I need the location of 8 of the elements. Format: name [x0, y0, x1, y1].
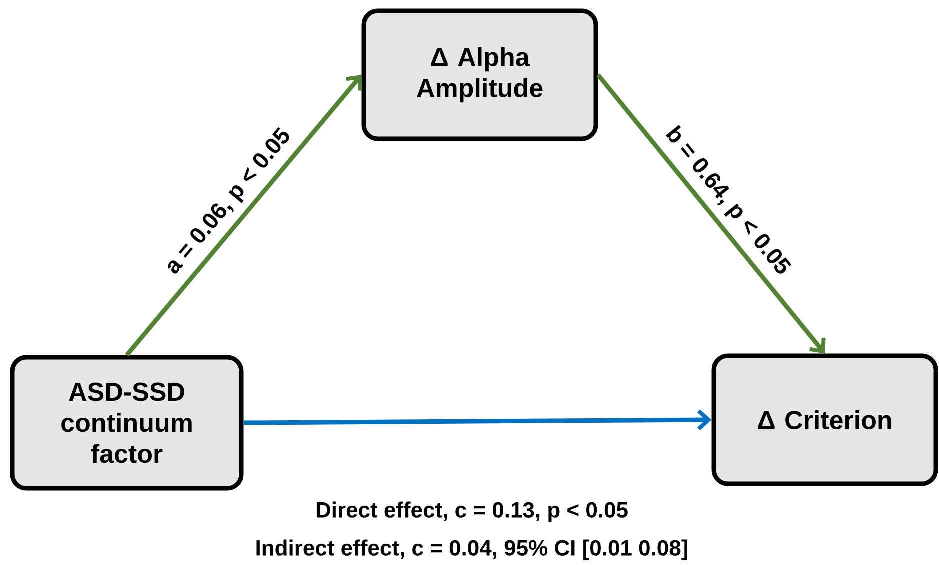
arrow [244, 410, 712, 431]
process-box: Δ Alpha Amplitude [362, 8, 598, 142]
arrow [125, 75, 362, 357]
process-box: Δ Criterion [712, 354, 938, 486]
arrow [596, 74, 826, 354]
note-text: Indirect effect, c = 0.04, 95% CI [0.01 0.08] [256, 540, 688, 560]
note-text: Direct effect, c = 0.13, p < 0.05 [316, 502, 628, 522]
process-box: ASD-SSD continuum factor [10, 355, 244, 491]
